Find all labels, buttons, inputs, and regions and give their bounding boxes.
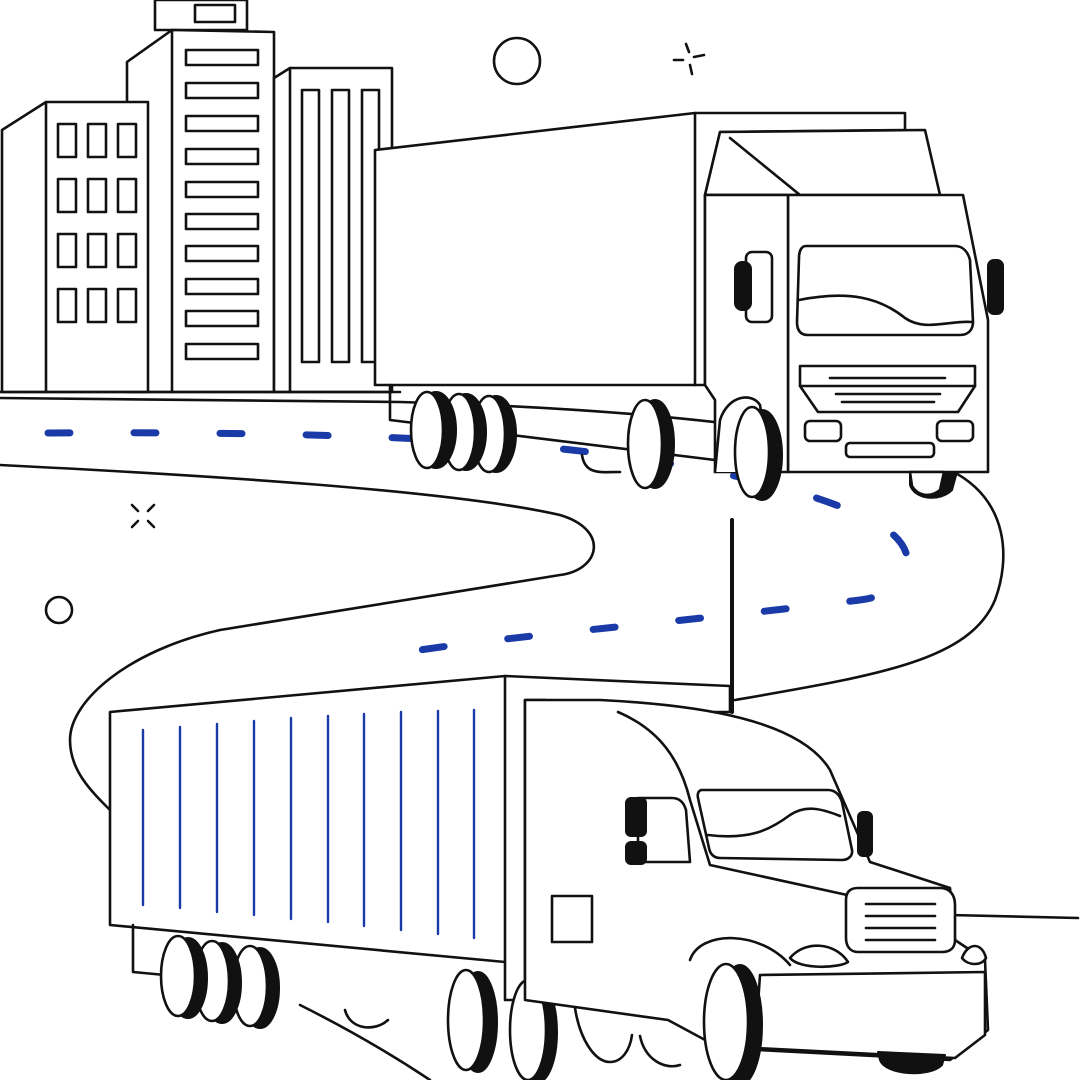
road bbox=[0, 396, 1080, 1080]
truck-middle-wheel bbox=[626, 398, 675, 490]
semi-grille bbox=[844, 886, 957, 954]
sparkle-icon bbox=[672, 42, 706, 76]
trailer-rear-wheels bbox=[159, 934, 280, 1029]
truck bbox=[373, 111, 1004, 501]
sun-circle bbox=[492, 36, 542, 86]
truck-cab bbox=[703, 128, 1004, 474]
truck-rear-wheels bbox=[409, 390, 517, 474]
truck-windshield bbox=[795, 244, 975, 337]
truck-grille bbox=[798, 364, 977, 414]
trailer-ribs bbox=[141, 708, 476, 940]
building-tower bbox=[125, 0, 276, 394]
building-left bbox=[0, 100, 150, 394]
semi-cab bbox=[523, 698, 990, 1062]
building-right bbox=[272, 66, 394, 394]
semi-front-wheel bbox=[573, 962, 946, 1080]
tower-windows bbox=[184, 48, 260, 361]
small-circle bbox=[44, 595, 74, 625]
left-building-windows bbox=[56, 122, 138, 324]
road-edge-lower bbox=[0, 463, 596, 812]
semi-truck bbox=[108, 518, 990, 1080]
sparkle-icon bbox=[130, 503, 156, 529]
city-buildings bbox=[0, 0, 402, 394]
truck-front-wheel bbox=[713, 396, 783, 501]
road-edge-upper bbox=[0, 396, 1005, 702]
decorations bbox=[44, 36, 706, 625]
